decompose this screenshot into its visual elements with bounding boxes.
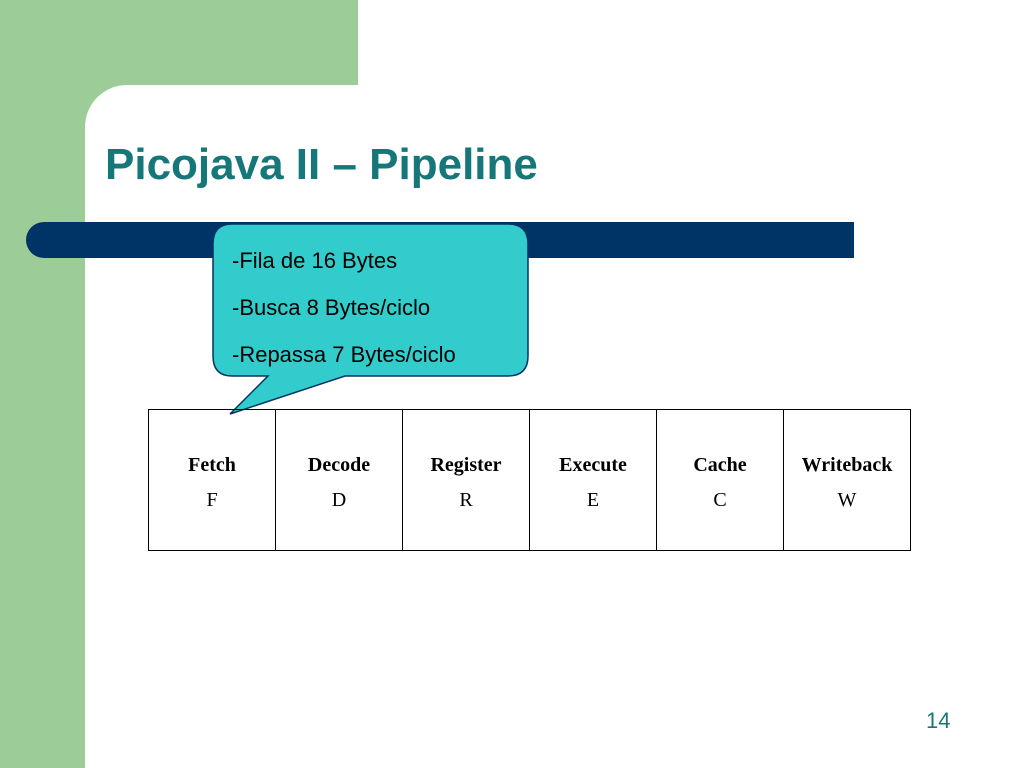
- callout-line-fetch-rate: -Busca 8 Bytes/ciclo: [232, 295, 431, 320]
- callout-text: -Fila de 16 Bytes -Busca 8 Bytes/ciclo -…: [232, 237, 456, 378]
- stage-abbr: W: [837, 489, 857, 511]
- stage-abbr: E: [586, 489, 600, 511]
- stage-name: Writeback: [801, 454, 893, 476]
- stage-cell-register: Register R: [402, 409, 530, 551]
- stage-name: Execute: [559, 454, 627, 476]
- slide-title: Picojava II – Pipeline: [105, 140, 538, 189]
- stage-cell-fetch: Fetch F: [148, 409, 276, 551]
- stage-name: Decode: [307, 454, 371, 476]
- stage-abbr: D: [331, 489, 347, 511]
- page-number: 14: [926, 708, 951, 733]
- pipeline-row: Fetch F Decode D Register R Execute E Ca…: [148, 409, 911, 551]
- stage-name: Fetch: [188, 454, 236, 476]
- stage-name: Register: [430, 454, 502, 476]
- stage-cell-cache: Cache C: [656, 409, 784, 551]
- stage-cell-writeback: Writeback W: [783, 409, 911, 551]
- callout-line-queue: -Fila de 16 Bytes: [232, 248, 398, 273]
- stage-abbr: C: [713, 489, 727, 511]
- callout-line-forward-rate: -Repassa 7 Bytes/ciclo: [232, 342, 456, 367]
- stage-abbr: F: [206, 489, 218, 511]
- stage-cell-execute: Execute E: [529, 409, 657, 551]
- stage-name: Cache: [693, 454, 747, 476]
- stage-cell-decode: Decode D: [275, 409, 403, 551]
- pipeline-table: Fetch F Decode D Register R Execute E Ca…: [148, 409, 911, 551]
- stage-abbr: R: [459, 489, 473, 511]
